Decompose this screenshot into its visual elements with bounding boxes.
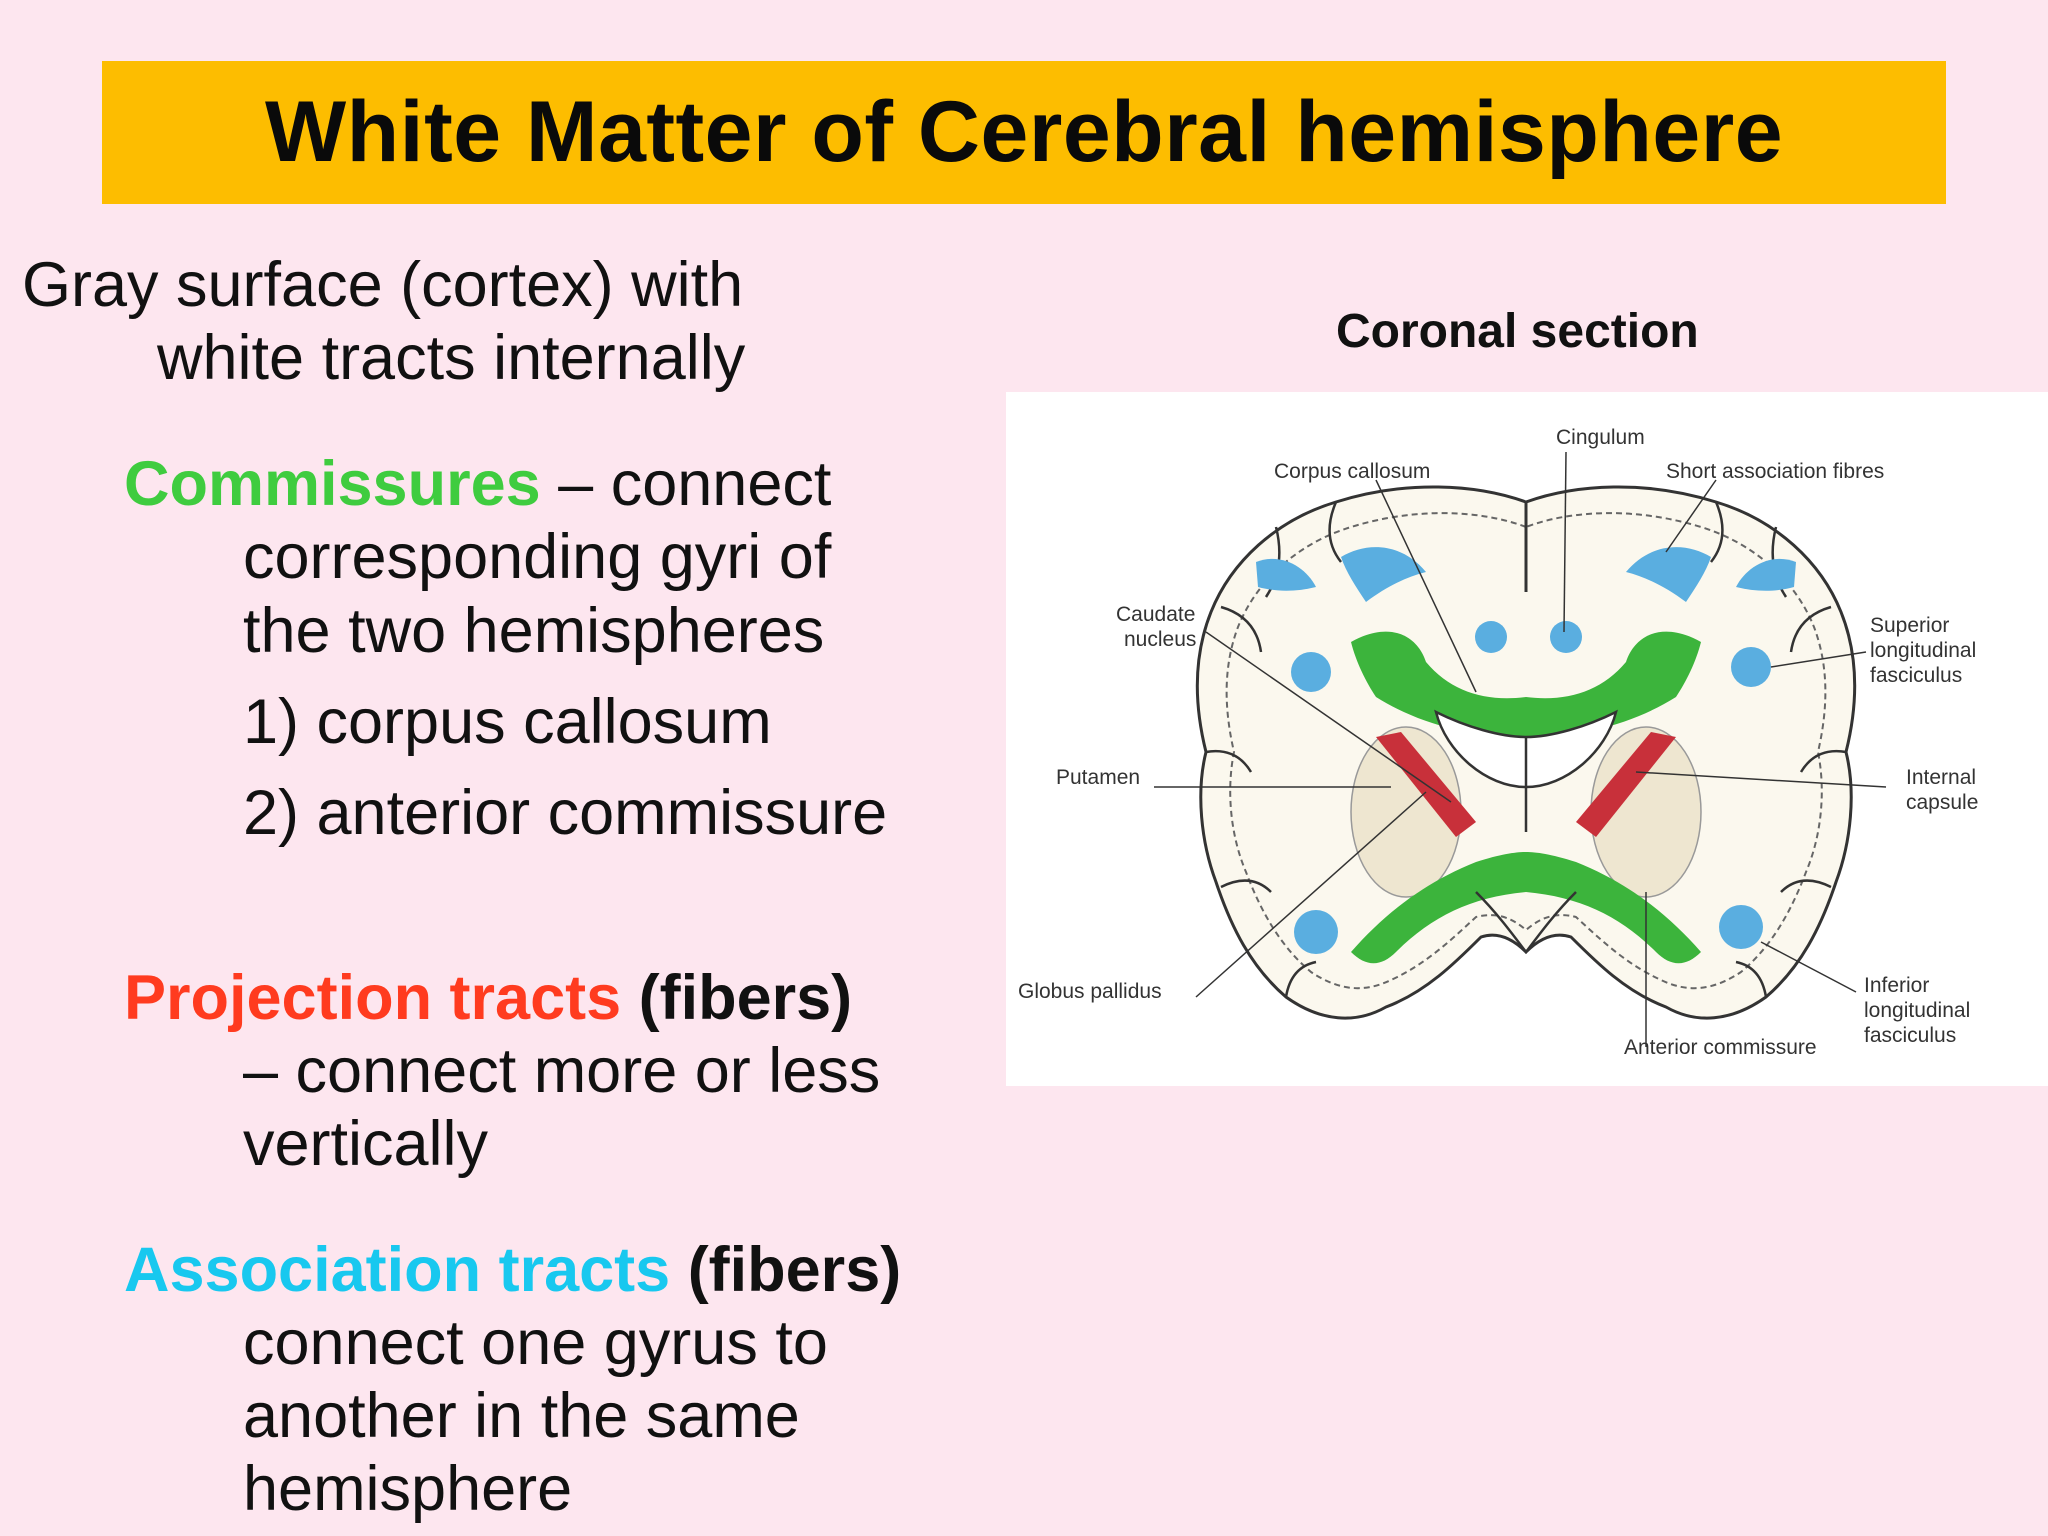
association-heading: Association tracts	[124, 1235, 671, 1305]
label-superior-3: fasciculus	[1870, 664, 1962, 687]
coronal-section-diagram: Cingulum Corpus callosum Short associati…	[1018, 426, 1978, 1059]
label-putamen: Putamen	[1056, 766, 1140, 789]
label-caudate-2: nucleus	[1124, 628, 1196, 651]
page-title: White Matter of Cerebral hemisphere	[264, 84, 1784, 180]
projection-heading: Projection tracts	[124, 963, 622, 1033]
coronal-section-figure: Cingulum Corpus callosum Short associati…	[1006, 392, 2048, 1086]
commissures-line-1: Commissures – connect	[124, 448, 831, 521]
label-cingulum: Cingulum	[1556, 426, 1645, 449]
label-short-association-fibres: Short association fibres	[1666, 460, 1884, 483]
short-association-fibres-right-2	[1736, 558, 1796, 591]
superior-longitudinal-fasciculus-right	[1731, 647, 1771, 687]
association-line-3: another in the same	[243, 1381, 800, 1451]
projection-suffix: (fibers)	[621, 963, 853, 1033]
label-caudate-1: Caudate	[1116, 603, 1195, 626]
superior-longitudinal-fasciculus-left	[1291, 652, 1331, 692]
association-line-4: hemisphere	[243, 1454, 573, 1524]
label-inferior-3: fasciculus	[1864, 1024, 1956, 1047]
projection-line-3: vertically	[243, 1109, 489, 1179]
internal-capsule-right	[1576, 732, 1676, 837]
third-ventricle	[1475, 891, 1577, 955]
projection-line-2: – connect more or less	[243, 1036, 881, 1106]
association-line-2: connect one gyrus to	[243, 1308, 828, 1378]
short-association-fibres-left	[1341, 547, 1426, 602]
association-suffix: (fibers)	[670, 1235, 902, 1305]
commissures-line-3: the two hemispheres	[243, 596, 825, 666]
label-inferior-1: Inferior	[1864, 974, 1929, 997]
title-banner: White Matter of Cerebral hemisphere	[102, 61, 1946, 204]
label-anterior-commissure: Anterior commissure	[1624, 1036, 1817, 1059]
anterior-commissure	[1351, 852, 1701, 964]
figure-caption: Coronal section	[1336, 305, 1699, 358]
label-internal-2: capsule	[1906, 791, 1978, 814]
inferior-longitudinal-fasciculus-right	[1719, 905, 1763, 949]
label-globus-pallidus: Globus pallidus	[1018, 980, 1162, 1003]
short-association-fibres-left-2	[1256, 558, 1316, 591]
association-line-1: Association tracts (fibers)	[124, 1234, 901, 1307]
leader-lines	[1154, 451, 1887, 1047]
inferior-longitudinal-fasciculus-left	[1294, 910, 1338, 954]
label-superior-1: Superior	[1870, 614, 1949, 637]
label-corpus-callosum: Corpus callosum	[1274, 460, 1430, 483]
intro-line-1: Gray surface (cortex) with	[22, 250, 744, 320]
intro-line-2: white tracts internally	[157, 323, 746, 393]
commissures-item-2: 2) anterior commissure	[243, 778, 888, 848]
corpus-callosum	[1351, 631, 1701, 737]
label-superior-2: longitudinal	[1870, 639, 1976, 662]
label-inferior-2: longitudinal	[1864, 999, 1970, 1022]
cingulum-right	[1550, 621, 1582, 653]
short-association-fibres-right	[1626, 547, 1711, 602]
projection-line-1: Projection tracts (fibers)	[124, 962, 852, 1035]
cingulum-left	[1475, 621, 1507, 653]
commissures-line-2: corresponding gyri of	[243, 522, 832, 592]
commissures-heading: Commissures	[124, 449, 541, 519]
commissures-rest: – connect	[540, 449, 832, 519]
label-internal-1: Internal	[1906, 766, 1976, 789]
commissures-item-1: 1) corpus callosum	[243, 687, 772, 757]
